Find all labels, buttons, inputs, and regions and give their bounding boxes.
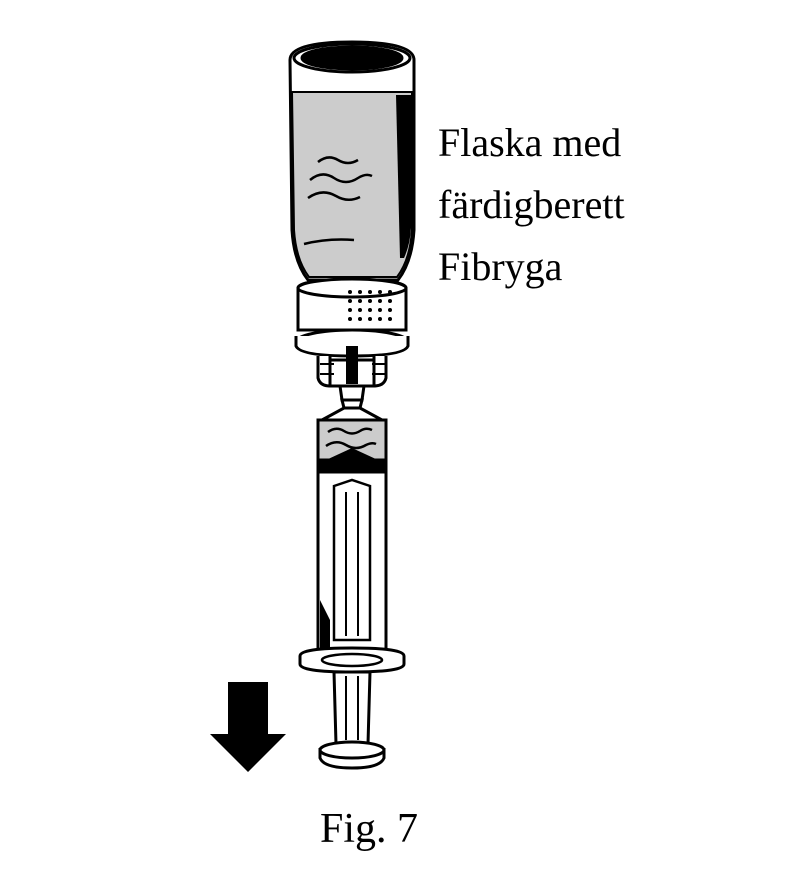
figure-caption: Fig. 7 bbox=[320, 806, 419, 852]
callout-line-2: färdigberett bbox=[438, 182, 625, 227]
vial-adapter-icon bbox=[294, 277, 410, 410]
vial-callout: Flaska med färdigberett Fibryga bbox=[438, 112, 625, 298]
vial-icon bbox=[288, 40, 416, 282]
callout-line-3: Fibryga bbox=[438, 244, 563, 289]
callout-line-1: Flaska med bbox=[438, 120, 622, 165]
arrow-down-icon bbox=[210, 682, 286, 772]
syringe-icon bbox=[298, 406, 406, 770]
